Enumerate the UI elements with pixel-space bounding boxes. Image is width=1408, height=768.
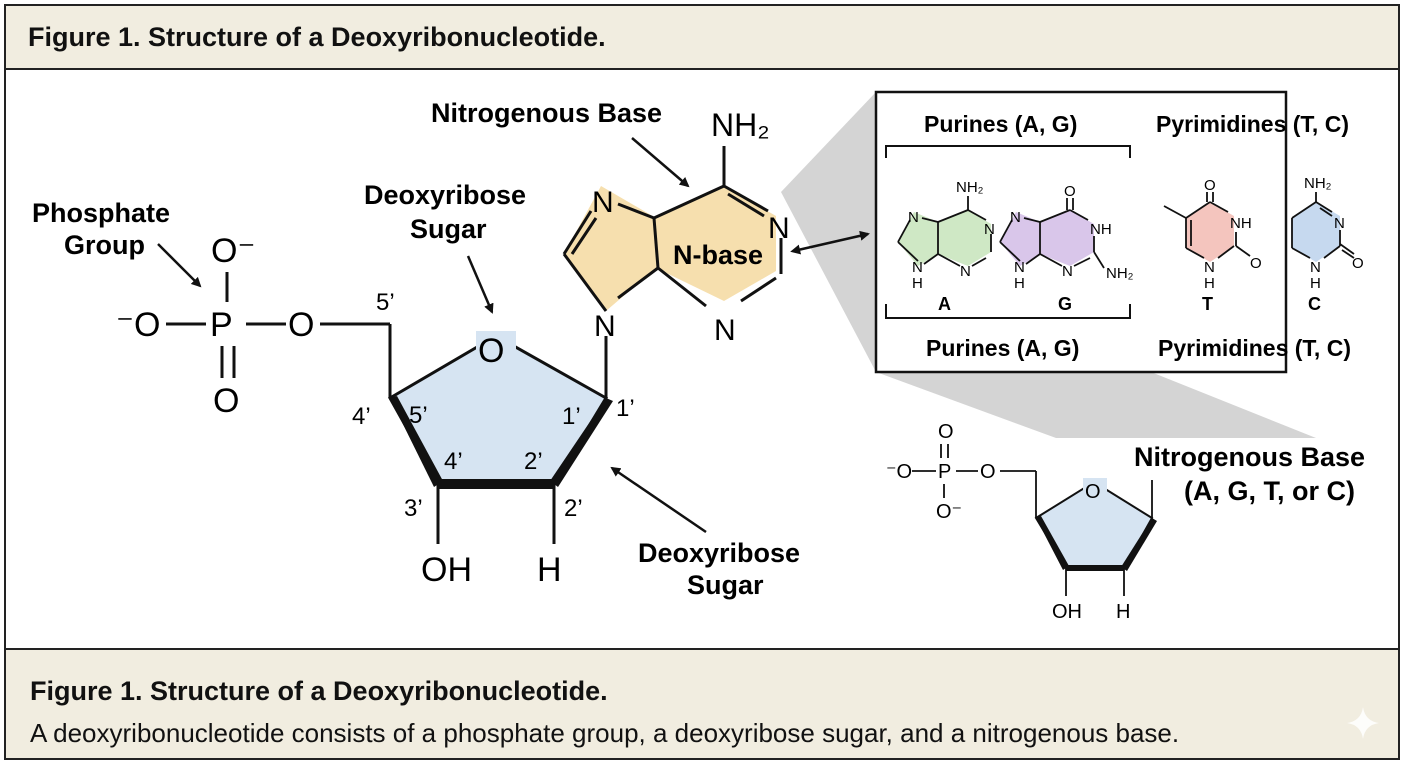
carbon-4-outer: 4’ bbox=[352, 403, 371, 430]
mini-base-label-line2: (A, G, T, or C) bbox=[1184, 476, 1355, 506]
guanine-n9: N bbox=[1014, 259, 1025, 276]
purines-bottom-label: Purines (A, G) bbox=[926, 335, 1079, 361]
inset-base-panel: Purines (A, G) Pyrimidines (T, C) Purine… bbox=[874, 90, 1364, 374]
mini-ring-o: O bbox=[1085, 481, 1101, 503]
thymine-structure: O NH O N H T bbox=[1163, 177, 1262, 314]
guanine-o: O bbox=[1064, 183, 1076, 200]
base-label: Nitrogenous Base bbox=[431, 98, 662, 128]
carbon-2-outer: 2’ bbox=[564, 495, 583, 522]
adenine-structure: NH₂ N N N N H A bbox=[897, 179, 995, 314]
caption-text: A deoxyribonucleotide consists of a phos… bbox=[30, 718, 1180, 748]
carbon-5-outer: 5’ bbox=[376, 289, 395, 316]
adenine-h: H bbox=[912, 275, 923, 292]
phosphate-label-line2: Group bbox=[64, 230, 145, 260]
figure-header: Figure 1. Structure of a Deoxyribonucleo… bbox=[6, 6, 1398, 70]
sugar-h: H bbox=[537, 551, 562, 589]
sugar-top-arrow bbox=[466, 255, 494, 314]
adenine-nh2: NH₂ bbox=[956, 179, 984, 196]
carbon-4-inner: 4’ bbox=[444, 448, 463, 475]
base-arrow bbox=[631, 137, 690, 188]
adenine-n2: N bbox=[984, 221, 995, 238]
mini-base-label-line1: Nitrogenous Base bbox=[1134, 442, 1365, 472]
mini-o-minus: ⁻O bbox=[886, 461, 912, 483]
thymine-letter: T bbox=[1202, 294, 1213, 314]
thymine-o2: O bbox=[1250, 255, 1262, 272]
guanine-nh2: NH₂ bbox=[1106, 265, 1134, 282]
guanine-h: H bbox=[1014, 275, 1025, 292]
phosphate-o-bottom: O bbox=[213, 382, 239, 420]
cytosine-letter: C bbox=[1308, 294, 1321, 314]
purines-top-label: Purines (A, G) bbox=[924, 111, 1077, 137]
sugar-oh: OH bbox=[421, 551, 472, 589]
guanine-n1: N bbox=[1010, 209, 1021, 226]
carbon-5-inner: 5’ bbox=[409, 402, 428, 429]
phosphate-o-top: O⁻ bbox=[211, 232, 255, 270]
cytosine-nh2: NH₂ bbox=[1304, 175, 1332, 192]
base-nh2: NH₂ bbox=[711, 107, 770, 143]
phosphate-label-line1: Phosphate bbox=[32, 198, 170, 228]
nucleotide-diagram: NH₂ N N N N N-base O OH H 5’ 4’ 5’ 1’ 1’… bbox=[32, 90, 1365, 623]
guanine-letter: G bbox=[1058, 294, 1072, 314]
adenine-n1: N bbox=[908, 209, 919, 226]
sugar-bottom-arrow bbox=[610, 466, 707, 534]
thymine-h: H bbox=[1204, 275, 1215, 292]
base-fill bbox=[564, 186, 776, 311]
guanine-structure: O NH N N NH₂ N H G bbox=[999, 183, 1134, 314]
nitrogenous-base: NH₂ N N N N N-base bbox=[562, 107, 790, 398]
base-n-right: N bbox=[768, 212, 790, 245]
mini-oh: OH bbox=[1052, 601, 1082, 623]
carbon-1-outer: 1’ bbox=[616, 395, 635, 422]
cytosine-h: H bbox=[1310, 275, 1321, 292]
sugar-ring-oxygen: O bbox=[478, 332, 504, 370]
phosphate-p: P bbox=[210, 306, 233, 344]
carbon-1-inner: 1’ bbox=[562, 403, 581, 430]
figure-frame: Figure 1. Structure of a Deoxyribonucleo… bbox=[4, 4, 1400, 760]
adenine-nh: N bbox=[912, 259, 923, 276]
figure-title: Figure 1. Structure of a Deoxyribonucleo… bbox=[28, 22, 606, 52]
guanine-nh: NH bbox=[1090, 221, 1112, 238]
base-n-bottom-right: N bbox=[714, 314, 736, 347]
thymine-n: N bbox=[1204, 259, 1215, 276]
base-to-inset-arrow bbox=[790, 230, 870, 255]
cytosine-n: N bbox=[1310, 259, 1321, 276]
cytosine-o: O bbox=[1352, 255, 1364, 272]
thymine-nh: NH bbox=[1230, 215, 1252, 232]
adenine-letter: A bbox=[938, 294, 951, 314]
thymine-o1: O bbox=[1204, 177, 1216, 194]
guanine-n2: N bbox=[1062, 263, 1073, 280]
carbon-2-inner: 2’ bbox=[524, 448, 543, 475]
sugar-top-label-line2: Sugar bbox=[410, 214, 487, 244]
phosphate-ester-o: O bbox=[288, 306, 314, 344]
adenine-n3: N bbox=[960, 263, 971, 280]
mini-o-minus-bottom: O⁻ bbox=[936, 501, 962, 523]
cytosine-structure: NH₂ N O N H C bbox=[1291, 175, 1364, 314]
inset-bottom-shade bbox=[876, 372, 1316, 438]
phosphate-o-minus: ⁻O bbox=[116, 306, 160, 344]
pyrimidines-bottom-label: Pyrimidines (T, C) bbox=[1158, 335, 1351, 361]
sugar-bottom-label-line1: Deoxyribose bbox=[638, 538, 800, 568]
nbase-center-label: N-base bbox=[673, 240, 763, 270]
mini-nucleotide: O ⁻O P O O⁻ O OH H Nitrogenous Base (A, bbox=[886, 421, 1365, 623]
carbon-3-outer: 3’ bbox=[404, 495, 423, 522]
pyrimidines-top-label: Pyrimidines (T, C) bbox=[1156, 111, 1349, 137]
figure-caption: Figure 1. Structure of a Deoxyribonucleo… bbox=[6, 648, 1398, 758]
base-n-bottom-left: N bbox=[594, 310, 616, 343]
mini-p: P bbox=[938, 461, 951, 483]
mini-h: H bbox=[1116, 601, 1130, 623]
phosphate-group: ⁻O P O O⁻ O bbox=[116, 232, 390, 420]
sugar-bottom-label-line2: Sugar bbox=[687, 570, 764, 600]
mini-o-ester: O bbox=[980, 461, 996, 483]
caption-title: Figure 1. Structure of a Deoxyribonucleo… bbox=[30, 676, 608, 706]
sugar-top-label-line1: Deoxyribose bbox=[364, 180, 526, 210]
base-n-left: N bbox=[592, 186, 614, 219]
cytosine-n1: N bbox=[1334, 215, 1345, 232]
phosphate-arrow bbox=[157, 243, 202, 288]
mini-o-top: O bbox=[938, 421, 954, 443]
deoxyribose-sugar: O OH H 5’ 4’ 5’ 1’ 1’ 4’ 2’ 3’ 2’ bbox=[352, 289, 635, 589]
sparkle-icon bbox=[1347, 707, 1379, 739]
